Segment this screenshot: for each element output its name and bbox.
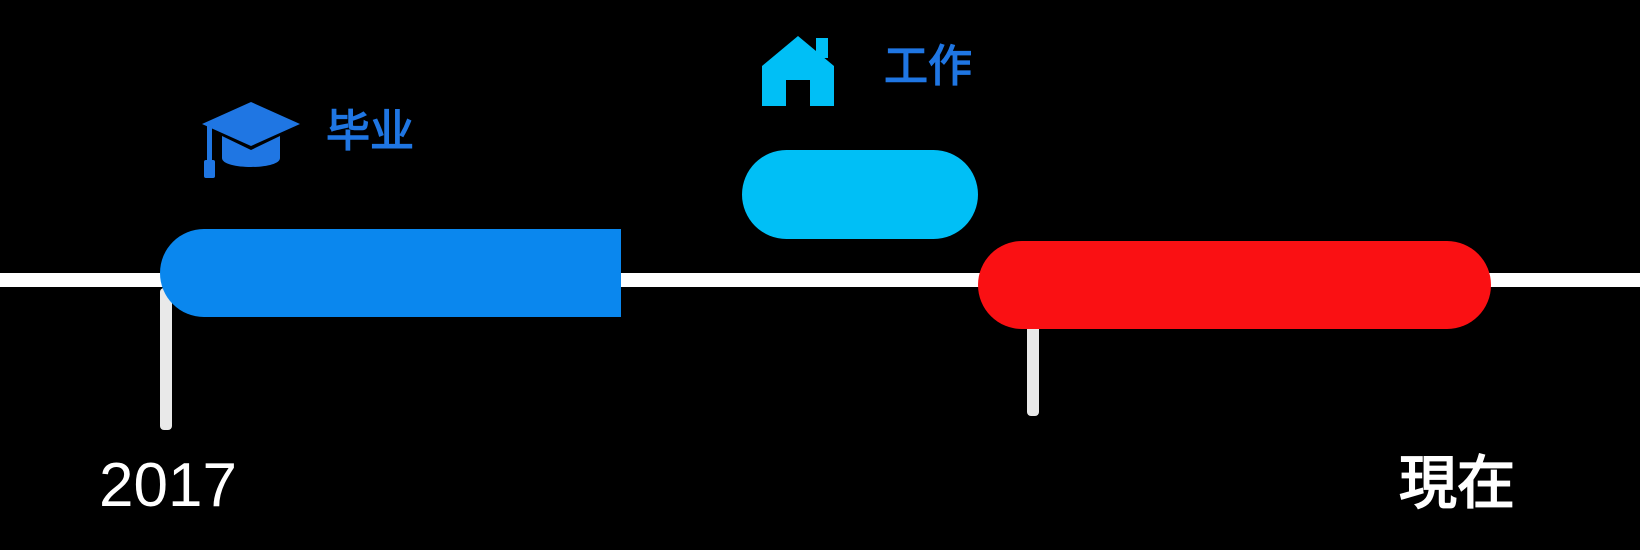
graduation-period-bar xyxy=(160,229,621,317)
timeline-tick-middle xyxy=(1027,318,1039,416)
graduation-cap-icon xyxy=(198,96,304,184)
timeline-tick-start xyxy=(160,288,172,430)
current-period-bar xyxy=(978,241,1491,329)
start-year-label: 2017 xyxy=(99,451,237,520)
graduation-label: 毕业 xyxy=(326,106,414,157)
end-label: 現在 xyxy=(1399,451,1516,516)
work-label: 工作 xyxy=(884,41,972,92)
home-icon xyxy=(758,32,838,108)
work-period-bar xyxy=(742,150,978,239)
